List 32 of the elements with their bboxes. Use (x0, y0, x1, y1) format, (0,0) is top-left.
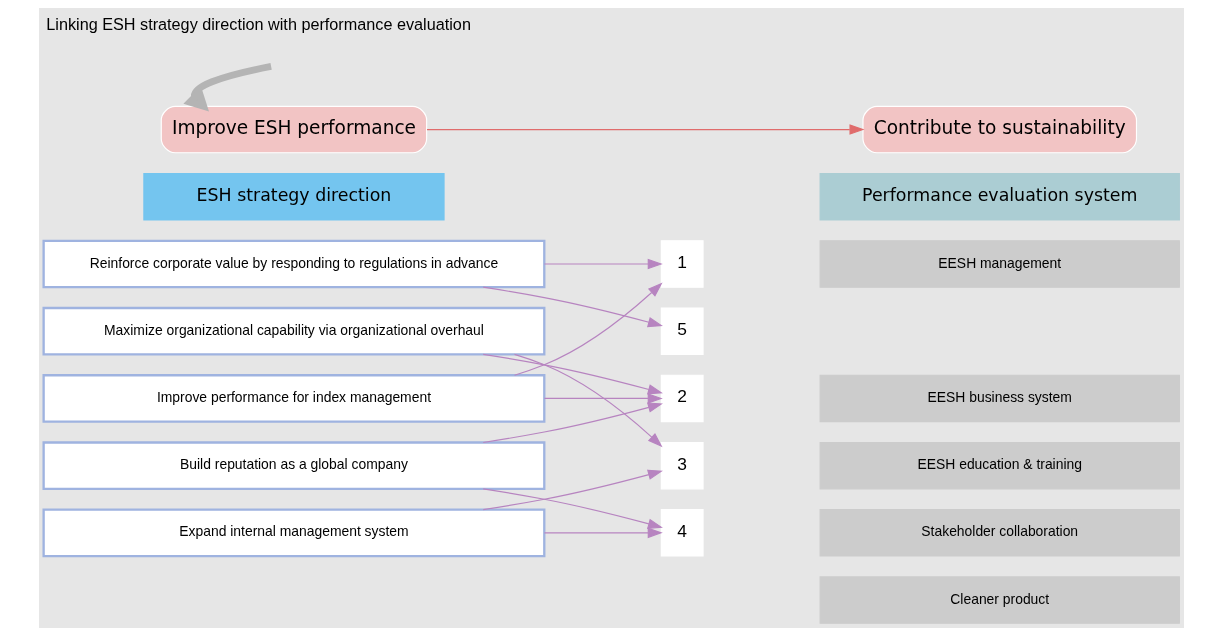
node-box: 1 (660, 240, 704, 288)
arrow (482, 353, 663, 395)
arrow (425, 124, 865, 135)
node-box: 5 (660, 307, 704, 355)
arrow (543, 527, 663, 539)
arrow (543, 393, 663, 404)
arrow (482, 488, 663, 529)
arrow (482, 286, 663, 328)
node-box: Improve ESH performance (160, 105, 427, 154)
arrow (513, 353, 663, 448)
node-box: Performance evaluation system (819, 173, 1180, 221)
node-box: Reinforce corporate value by responding to regulations in advance (42, 239, 545, 289)
node-box: Cleaner product (819, 576, 1180, 624)
node-box: Stakeholder collaboration (819, 509, 1180, 557)
arrow (482, 469, 663, 511)
node-box: ESH strategy direction (142, 173, 445, 221)
diagram-title: Linking ESH strategy direction with performance evaluation (45, 15, 471, 34)
arrow (482, 402, 663, 444)
node-box: EESH business system (819, 374, 1180, 423)
node-box: 3 (660, 441, 704, 490)
node-box: Maximize organizational capability via organizational overhaul (42, 306, 545, 356)
arrow (513, 282, 663, 376)
node-box: 4 (660, 509, 704, 557)
node-box: Improve performance for index management (42, 374, 545, 423)
node-box: EESH education & training (819, 441, 1180, 490)
node-box: EESH management (819, 240, 1180, 288)
node-box: Expand internal management system (42, 508, 545, 558)
node-box: Contribute to sustainability (861, 105, 1137, 154)
node-box: Build reputation as a global company (42, 441, 545, 490)
arrow (543, 258, 663, 270)
node-box: 2 (660, 374, 704, 423)
arrow (182, 63, 272, 112)
